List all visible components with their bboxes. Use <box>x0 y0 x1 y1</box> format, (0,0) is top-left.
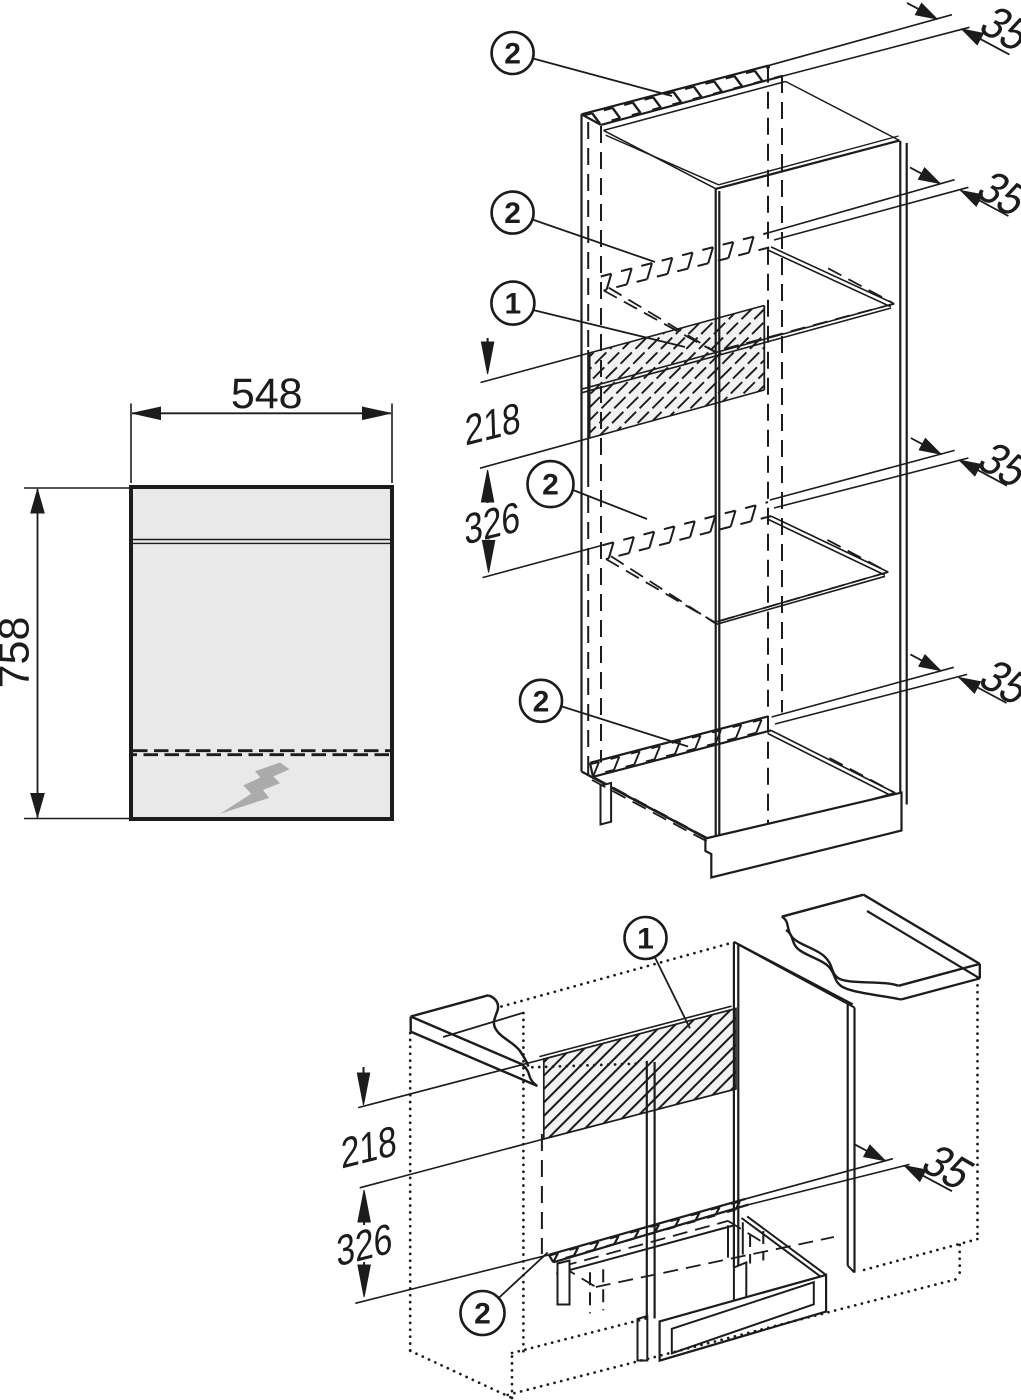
svg-text:1: 1 <box>637 923 654 956</box>
svg-text:2: 2 <box>542 469 559 502</box>
svg-text:2: 2 <box>474 1298 491 1331</box>
svg-text:548: 548 <box>231 370 303 418</box>
svg-text:2: 2 <box>533 685 550 718</box>
svg-text:2: 2 <box>504 38 521 71</box>
svg-text:758: 758 <box>0 617 39 689</box>
svg-text:2: 2 <box>504 197 521 230</box>
svg-text:1: 1 <box>505 288 522 321</box>
